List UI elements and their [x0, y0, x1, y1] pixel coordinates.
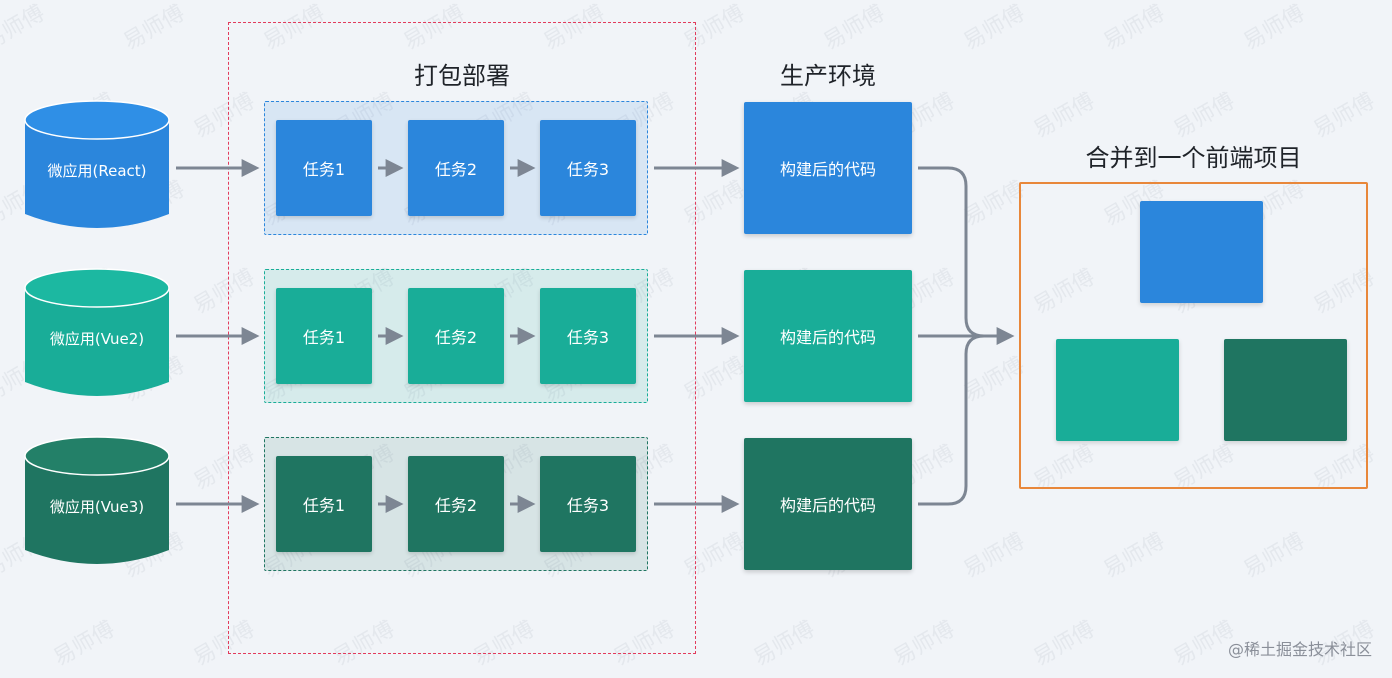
merged-vue2-block — [1056, 339, 1179, 441]
task-react-2: 任务2 — [408, 120, 504, 216]
build-output-vue3: 构建后的代码 — [744, 438, 912, 570]
app-vue2-cylinder: 微应用(Vue2) — [24, 268, 170, 402]
production-title: 生产环境 — [780, 62, 876, 90]
task-vue2-3: 任务3 — [540, 288, 636, 384]
task-vue2-1: 任务1 — [276, 288, 372, 384]
app-react-cylinder: 微应用(React) — [24, 100, 170, 234]
merge-title: 合并到一个前端项目 — [1085, 144, 1302, 172]
task-react-3: 任务3 — [540, 120, 636, 216]
task-vue3-1: 任务1 — [276, 456, 372, 552]
merged-react-block — [1140, 201, 1263, 303]
task-vue3-3: 任务3 — [540, 456, 636, 552]
packaging-title: 打包部署 — [414, 62, 510, 90]
build-output-vue2: 构建后的代码 — [744, 270, 912, 402]
merged-vue3-block — [1224, 339, 1347, 441]
cylinder-shape — [24, 268, 170, 396]
merge-bracket — [918, 166, 985, 506]
app-vue3-cylinder: 微应用(Vue3) — [24, 436, 170, 570]
cylinder-shape — [24, 436, 170, 564]
task-react-1: 任务1 — [276, 120, 372, 216]
source-credit: @稀土掘金技术社区 — [1227, 640, 1372, 659]
merged-project-box — [1019, 182, 1368, 489]
app-react-label: 微应用(React) — [47, 162, 147, 180]
task-vue3-2: 任务2 — [408, 456, 504, 552]
packaging-frame — [228, 22, 696, 654]
task-vue2-2: 任务2 — [408, 288, 504, 384]
cylinder-shape — [24, 100, 170, 228]
app-vue3-label: 微应用(Vue3) — [49, 498, 145, 516]
app-vue2-label: 微应用(Vue2) — [49, 330, 145, 348]
build-output-react: 构建后的代码 — [744, 102, 912, 234]
